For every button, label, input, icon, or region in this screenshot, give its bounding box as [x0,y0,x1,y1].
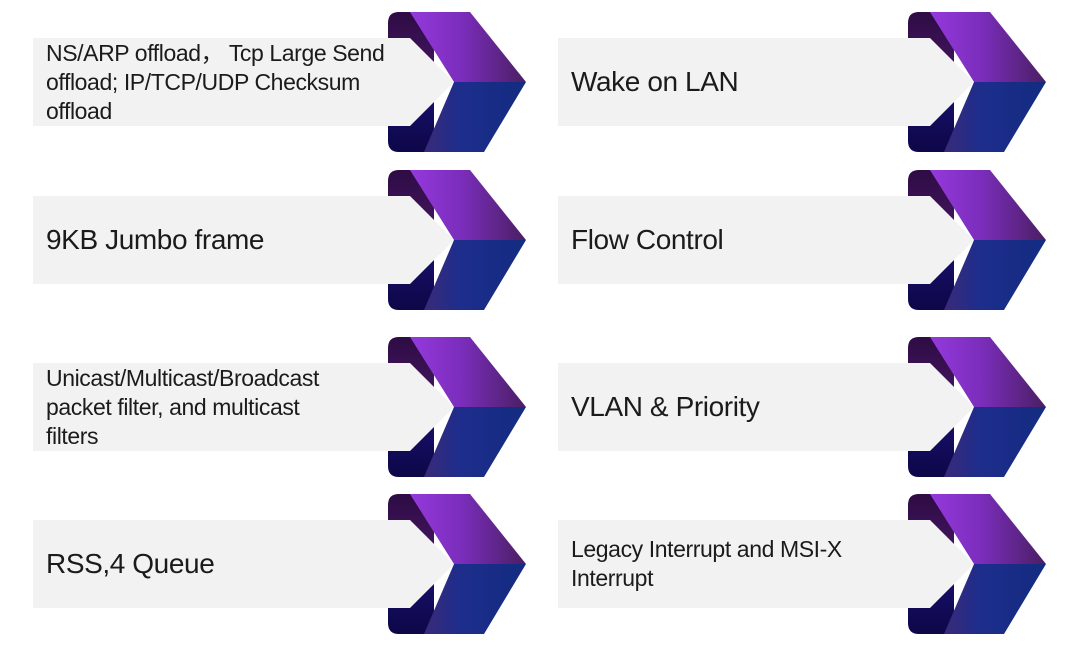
feature-label: Legacy Interrupt and MSI-X Interrupt [571,536,842,591]
feature-label: RSS,4 Queue [46,548,215,579]
feature-item-vlan-priority: VLAN & Priority [558,337,1048,477]
feature-item-rss-queue: RSS,4 Queue [33,494,528,634]
feature-item-flow-control: Flow Control [558,170,1048,310]
feature-bar: Unicast/Multicast/Broadcast packet filte… [33,363,454,451]
feature-item-offloads: NS/ARP offload， Tcp Large Send offload; … [33,12,528,152]
feature-label: 9KB Jumbo frame [46,224,265,255]
feature-item-packet-filters: Unicast/Multicast/Broadcast packet filte… [33,337,528,477]
feature-label: VLAN & Priority [571,391,760,422]
feature-label: NS/ARP offload， Tcp Large Send offload; … [46,39,385,124]
feature-label: Wake on LAN [571,66,739,97]
feature-item-wake-on-lan: Wake on LAN [558,12,1048,152]
feature-item-interrupts: Legacy Interrupt and MSI-X Interrupt [558,494,1048,634]
feature-bar: 9KB Jumbo frame [33,196,454,284]
feature-bar: Wake on LAN [558,38,974,126]
feature-bar: NS/ARP offload， Tcp Large Send offload; … [33,38,454,126]
feature-bar: Flow Control [558,196,974,284]
feature-label: Flow Control [571,224,724,255]
feature-bar: VLAN & Priority [558,363,974,451]
feature-label: Unicast/Multicast/Broadcast packet filte… [46,364,319,449]
feature-item-jumbo-frame: 9KB Jumbo frame [33,170,528,310]
feature-bar: Legacy Interrupt and MSI-X Interrupt [558,520,974,608]
feature-bar: RSS,4 Queue [33,520,454,608]
